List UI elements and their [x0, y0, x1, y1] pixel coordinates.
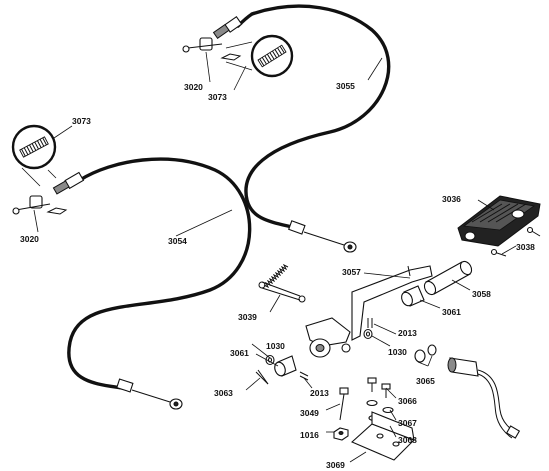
- bushing-3061-left: [274, 355, 297, 377]
- label-3020-left: 3020: [20, 234, 39, 244]
- lever-3057: [305, 265, 433, 358]
- swivel-3020-left: [12, 195, 51, 215]
- spring-3039: [258, 263, 306, 303]
- label-3068: 3068: [398, 435, 417, 445]
- label-3063: 3063: [214, 388, 233, 398]
- tube-3058: [423, 260, 473, 296]
- clip-3020-left: [46, 207, 68, 215]
- bolt-3049: [339, 387, 349, 421]
- nut-1016: [333, 427, 349, 441]
- part-labels: 3020 3073 3055 3073 3020 3054 3036 3038 …: [20, 81, 535, 470]
- label-3054: 3054: [168, 236, 187, 246]
- pedal-3036: [457, 195, 541, 247]
- label-3049: 3049: [300, 408, 319, 418]
- label-3061-left: 3061: [230, 348, 249, 358]
- clip-3020-top: [220, 53, 242, 61]
- label-3057: 3057: [342, 267, 361, 277]
- cable-3054: [11, 124, 252, 410]
- screws-3066: [367, 377, 391, 398]
- leader-lines: [33, 51, 517, 463]
- label-1030-left: 1030: [266, 341, 285, 351]
- label-3036: 3036: [442, 194, 461, 204]
- magnifier-3073-top: [225, 34, 294, 78]
- label-3061-right: 3061: [442, 307, 461, 317]
- label-2013-left: 2013: [310, 388, 329, 398]
- label-3065: 3065: [416, 376, 435, 386]
- label-3066: 3066: [398, 396, 417, 406]
- cable-3054-end: [116, 378, 183, 410]
- screw-3038: [490, 226, 541, 257]
- cotter-2013-right: [367, 318, 373, 328]
- washer-1030-left: [265, 354, 275, 366]
- label-3039: 3039: [238, 312, 257, 322]
- cable-3055-end: [288, 220, 357, 253]
- label-3067: 3067: [398, 418, 417, 428]
- swivel-3020-top: [182, 37, 223, 53]
- cable-3055: [182, 4, 391, 253]
- label-2013-right: 2013: [398, 328, 417, 338]
- label-3020-top: 3020: [184, 82, 203, 92]
- label-1030-right: 1030: [388, 347, 407, 357]
- magnifier-3073-left: [11, 124, 57, 187]
- label-3069: 3069: [326, 460, 345, 470]
- switch-3065: [414, 344, 521, 439]
- pin-3063: [255, 369, 269, 385]
- bracket-3069: [350, 411, 415, 461]
- label-3038: 3038: [516, 242, 535, 252]
- bushing-3061-right: [401, 285, 425, 307]
- washer-1030-right: [363, 328, 373, 340]
- cotter-2013-left: [299, 371, 309, 381]
- label-3073-top: 3073: [208, 92, 227, 102]
- label-1016: 1016: [300, 430, 319, 440]
- label-3058: 3058: [472, 289, 491, 299]
- label-3055: 3055: [336, 81, 355, 91]
- washers-3067: [366, 399, 394, 414]
- label-3073-left: 3073: [72, 116, 91, 126]
